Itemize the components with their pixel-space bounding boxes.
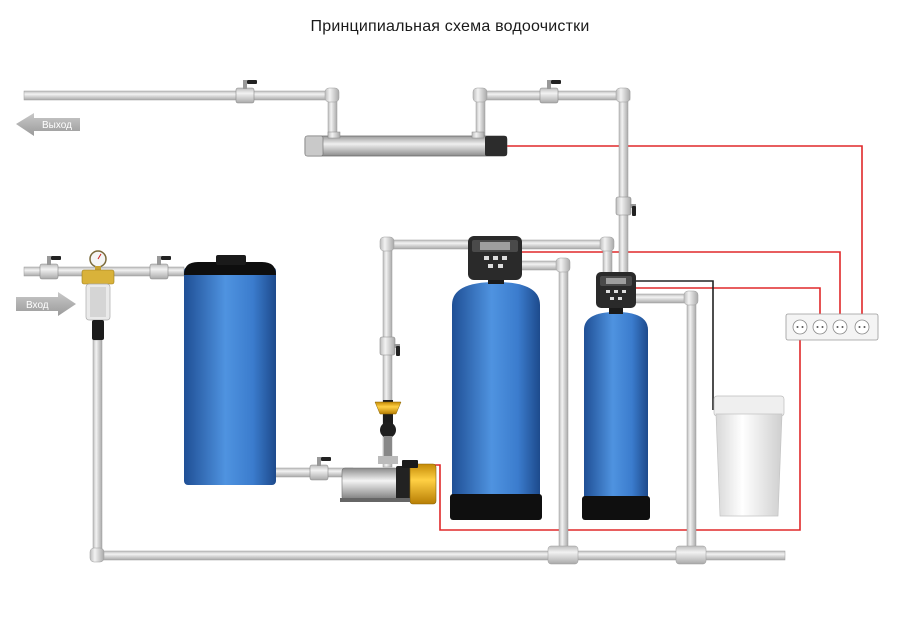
ball-valves: [39, 80, 636, 481]
outlet-arrow: Выход: [16, 113, 80, 136]
pump: [340, 400, 437, 505]
brine-tank: [713, 395, 785, 517]
valve-icon: [149, 256, 171, 280]
filter-tank-small: [582, 272, 650, 520]
outlet-label: Выход: [42, 120, 72, 131]
valve-icon: [615, 196, 636, 216]
socket-icon: [854, 319, 870, 335]
valve-icon: [39, 256, 61, 280]
socket-icon: [832, 319, 848, 335]
brine-line: [634, 280, 714, 410]
diagram-title: Принципиальная схема водоочистки: [310, 18, 590, 35]
mesh-filter: [81, 250, 115, 340]
control-valve-large: [468, 236, 522, 280]
control-valve-small: [596, 272, 636, 308]
power-socket-strip: [785, 313, 879, 341]
socket-icon: [792, 319, 808, 335]
valve-icon: [309, 457, 331, 481]
valve-icon: [235, 80, 257, 104]
socket-icon: [812, 319, 828, 335]
uv-lamp: [304, 131, 508, 157]
valve-icon: [379, 336, 400, 356]
inlet-arrow: Вход: [16, 292, 76, 316]
inlet-label: Вход: [26, 300, 49, 311]
storage-tank: [184, 255, 276, 485]
filter-tank-large: [450, 236, 542, 520]
valve-icon: [539, 80, 561, 104]
